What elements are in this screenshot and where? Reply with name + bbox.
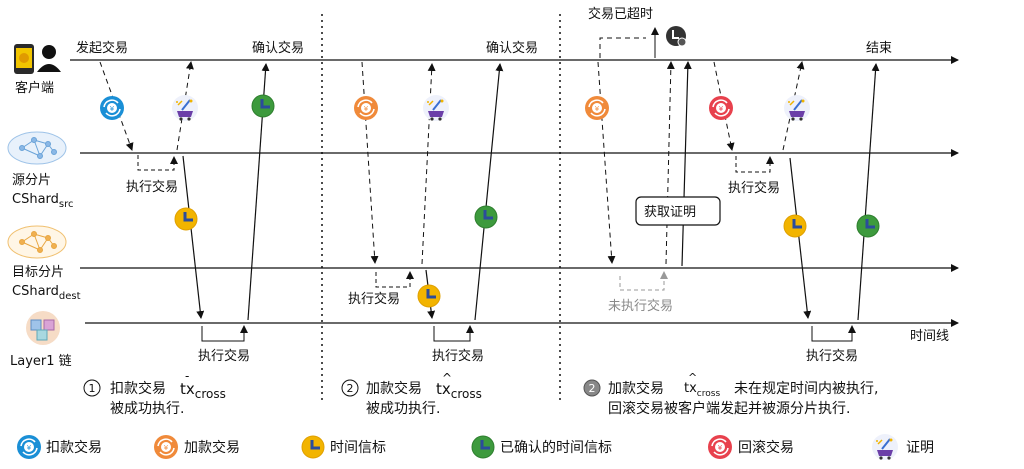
client-icon xyxy=(14,44,61,74)
phase3-caption: 2 加款交易 txcross ^ 未在规定时间内被执行, 回滚交易被客户端发起并… xyxy=(583,371,878,417)
p2-l1-exec-bracket xyxy=(433,325,474,342)
source-shard-label: 源分片 xyxy=(12,173,51,188)
svg-text:未在规定时间内被执行,: 未在规定时间内被执行, xyxy=(734,381,878,397)
dest-shard-name: CSharddest xyxy=(12,284,81,302)
legend-deduct-label: 扣款交易 xyxy=(46,439,102,456)
layer1-label: Layer1 链 xyxy=(10,354,72,369)
svg-text:回滚交易被客户端发起并被源分片执行.: 回滚交易被客户端发起并被源分片执行. xyxy=(608,400,850,417)
p3-l1-exec-label: 执行交易 xyxy=(806,348,858,364)
svg-text:被成功执行.: 被成功执行. xyxy=(110,401,184,417)
p2-l1-exec-label: 执行交易 xyxy=(432,348,484,364)
p3-proof-return-arrow xyxy=(681,61,692,267)
p2-proof-arrow xyxy=(421,63,436,265)
svg-text:^: ^ xyxy=(688,371,697,384)
p2-dest-exec-bracket xyxy=(375,271,414,288)
legend-add-icon xyxy=(153,434,179,460)
rollback-tx-icon xyxy=(708,95,734,121)
layer1-chain-icon xyxy=(26,311,60,345)
p2-confirm-arrow xyxy=(474,63,504,321)
svg-text:1: 1 xyxy=(89,382,96,395)
p3-src-exec-label: 执行交易 xyxy=(728,180,780,196)
source-shard-name: CShardsrc xyxy=(12,192,74,210)
timeline-label: 时间线 xyxy=(910,329,949,344)
p2-submit-arrow xyxy=(361,61,379,264)
legend-time-beacon-label: 时间信标 xyxy=(330,440,386,456)
svg-text:扣款交易: 扣款交易 xyxy=(110,380,166,397)
proof-icon xyxy=(783,94,811,122)
svg-text:^: ^ xyxy=(442,371,452,385)
svg-text:txcross: txcross xyxy=(436,380,482,401)
legend-add-label: 加款交易 xyxy=(184,439,240,456)
client-label: 客户端 xyxy=(15,80,54,96)
get-proof-label: 获取证明 xyxy=(644,205,696,220)
legend-deduct-icon xyxy=(16,434,42,460)
get-proof-box: 获取证明 xyxy=(635,196,721,226)
source-shard-icon xyxy=(7,131,67,165)
p3-src-exec-bracket xyxy=(735,156,774,173)
time-beacon-icon xyxy=(782,213,808,239)
p3-beacon-arrow xyxy=(789,157,812,319)
phase1-caption: 1 扣款交易 txcross - 被成功执行. xyxy=(83,369,226,417)
svg-text:加款交易: 加款交易 xyxy=(366,380,422,397)
confirmed-beacon-icon xyxy=(855,213,881,239)
legend-proof-label: 证明 xyxy=(906,440,934,456)
p1-src-exec-bracket xyxy=(137,155,178,171)
p3-confirm-arrow xyxy=(857,63,880,321)
legend-confirmed-beacon-label: 已确认的时间信标 xyxy=(500,440,612,456)
svg-text:txcross: txcross xyxy=(684,381,720,399)
p1-initiate-label: 发起交易 xyxy=(76,40,128,56)
p1-proof-arrow xyxy=(176,61,194,151)
p3-timeout-label: 交易已超时 xyxy=(588,6,653,22)
p1-confirm-label: 确认交易 xyxy=(252,40,304,56)
legend-rollback-icon xyxy=(707,434,733,460)
confirmed-beacon-icon xyxy=(473,204,499,230)
time-beacon-icon xyxy=(173,206,199,232)
p1-l1-exec-bracket xyxy=(201,325,248,342)
p3-end-label: 结束 xyxy=(866,41,892,56)
p3-query-arrow xyxy=(665,61,675,265)
deduct-tx-icon xyxy=(99,95,125,121)
phase2-caption: 2 加款交易 txcross ^ 被成功执行. xyxy=(341,371,482,417)
p1-beacon-arrow xyxy=(182,155,205,319)
svg-text:加款交易: 加款交易 xyxy=(608,380,664,397)
svg-text:被成功执行.: 被成功执行. xyxy=(366,401,440,417)
dest-shard-icon xyxy=(7,225,67,259)
svg-text:-: - xyxy=(185,369,189,383)
timeout-clock-icon xyxy=(666,26,687,47)
time-beacon-icon xyxy=(416,283,442,309)
p1-src-exec-label: 执行交易 xyxy=(126,179,178,195)
dest-shard-label: 目标分片 xyxy=(12,265,64,280)
legend-time-beacon-icon xyxy=(300,434,326,460)
proof-icon xyxy=(422,94,450,122)
p3-not-exec-label: 未执行交易 xyxy=(608,298,673,314)
p3-timeout-bracket xyxy=(599,37,646,58)
p3-rollback-arrow xyxy=(713,61,735,151)
svg-text:2: 2 xyxy=(589,382,596,395)
p3-submit-arrow xyxy=(597,61,616,264)
legend-confirmed-beacon-icon xyxy=(470,434,496,460)
proof-icon xyxy=(171,94,199,122)
p3-not-exec-bracket xyxy=(619,271,668,291)
legend-proof-icon xyxy=(871,433,899,461)
legend-rollback-label: 回滚交易 xyxy=(738,439,794,456)
confirmed-beacon-icon xyxy=(250,93,276,119)
p3-l1-exec-bracket xyxy=(811,325,856,342)
p2-dest-exec-label: 执行交易 xyxy=(348,291,400,307)
add-tx-icon xyxy=(584,95,610,121)
add-tx-icon xyxy=(353,95,379,121)
p1-l1-exec-label: 执行交易 xyxy=(198,348,250,364)
svg-text:txcross: txcross xyxy=(180,380,226,401)
p2-confirm-label: 确认交易 xyxy=(486,40,538,56)
svg-text:2: 2 xyxy=(347,382,354,395)
legend: 扣款交易 加款交易 时间信标 已确认的时间信标 回滚交易 证明 xyxy=(16,433,934,461)
